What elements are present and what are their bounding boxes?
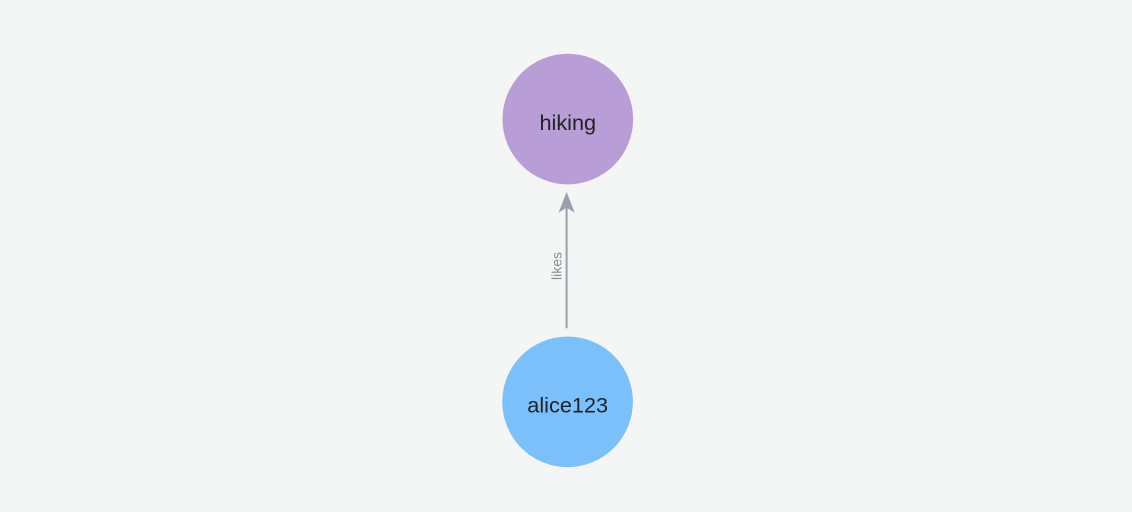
svg-text:likes: likes — [549, 252, 565, 280]
svg-text:alice123: alice123 — [527, 393, 608, 418]
svg-text:hiking: hiking — [539, 110, 596, 135]
